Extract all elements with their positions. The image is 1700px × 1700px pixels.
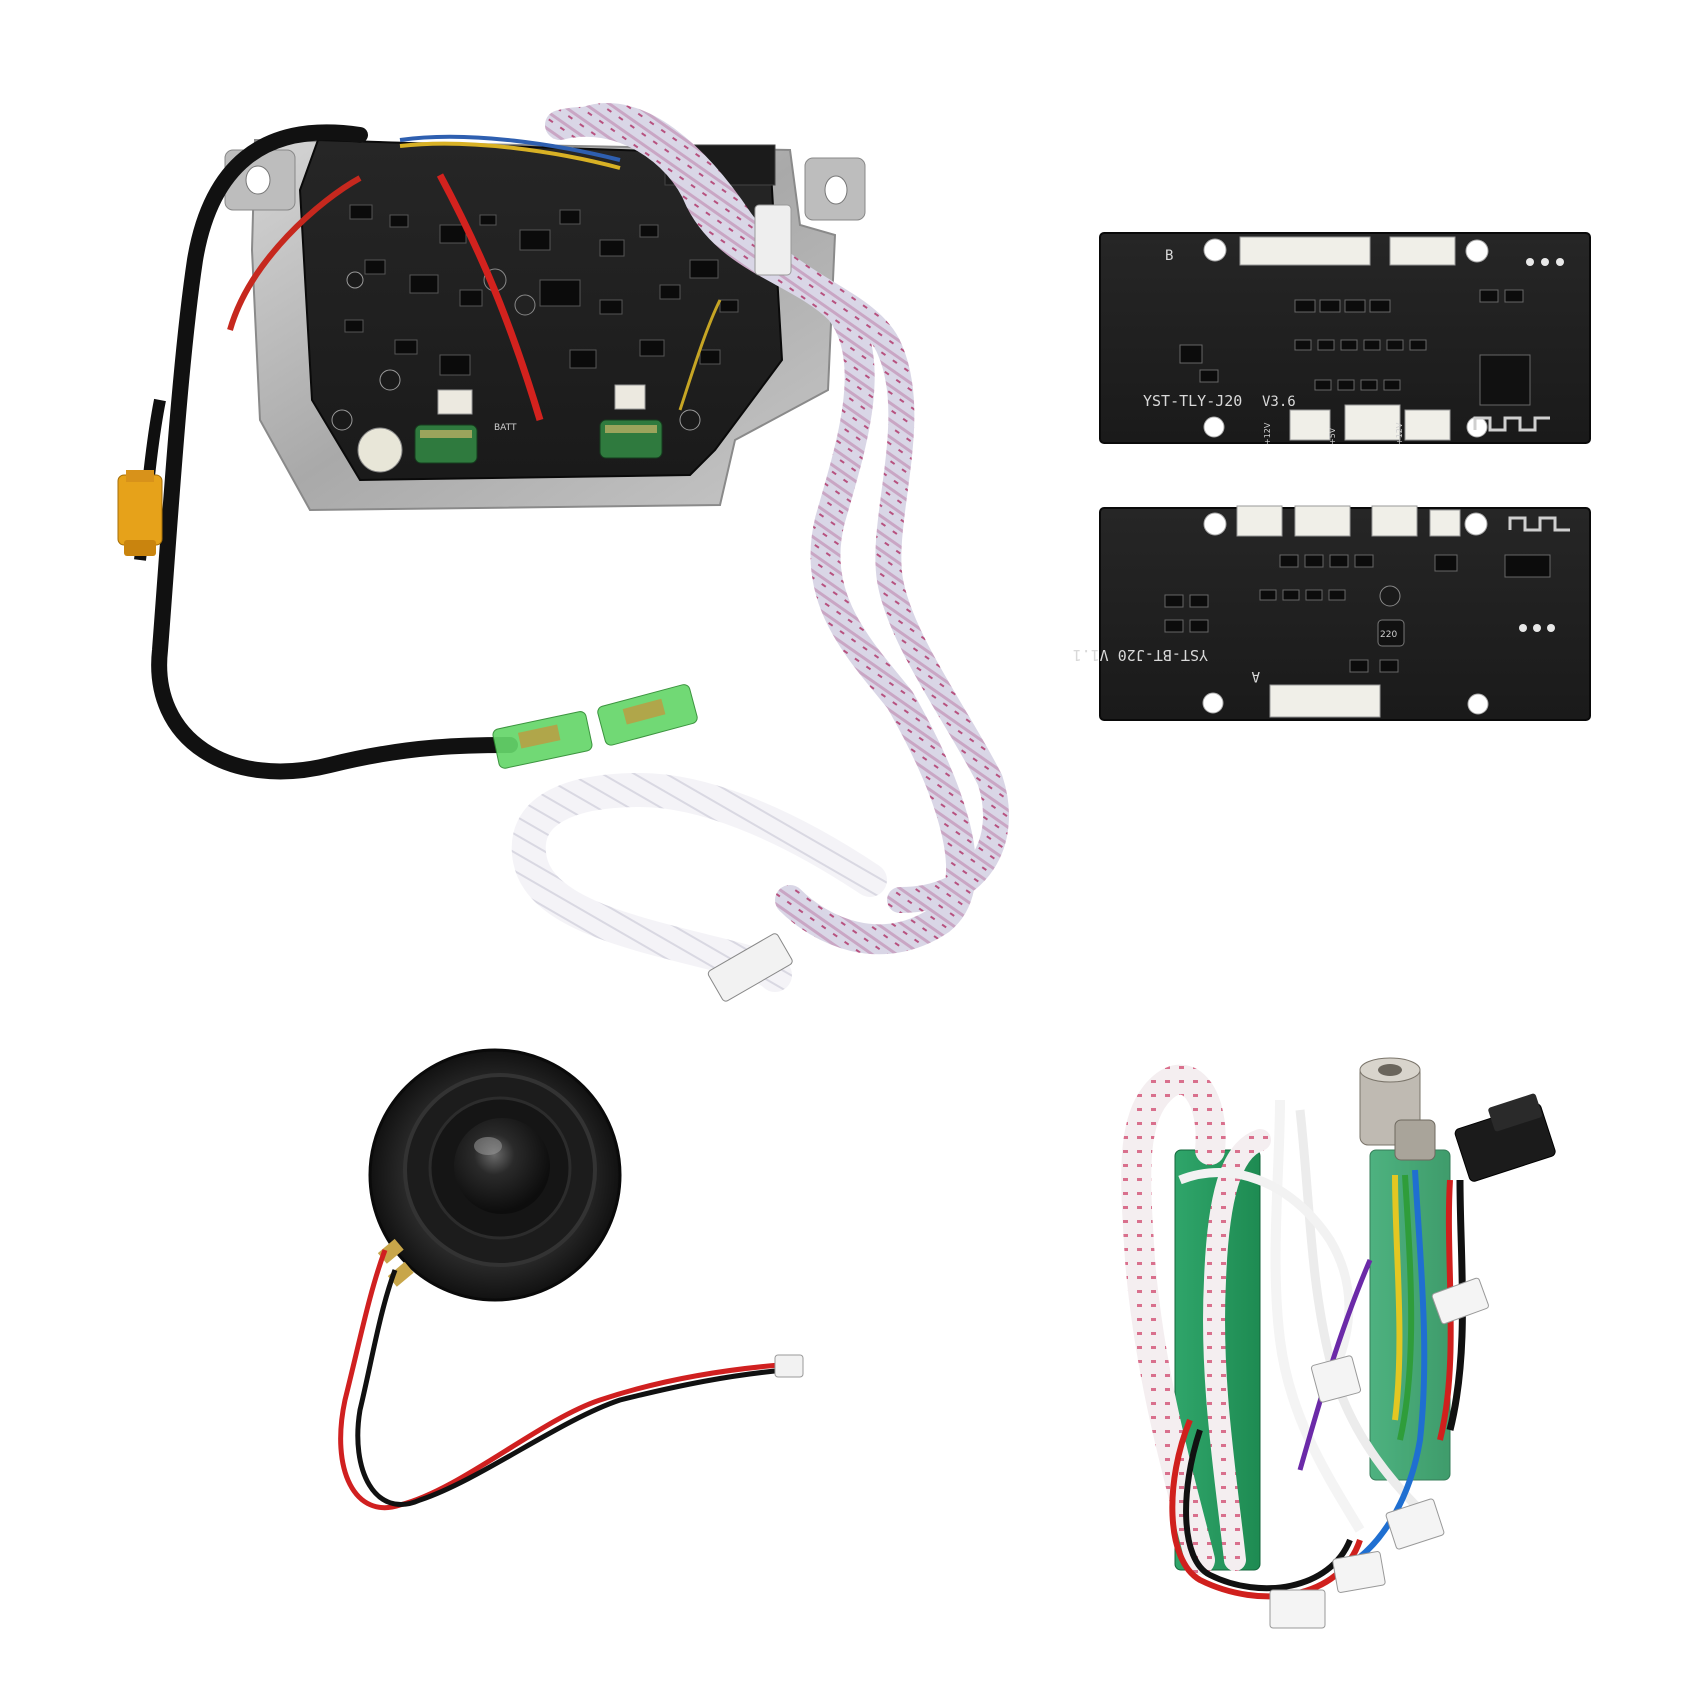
jst-connector [614,384,646,410]
solder-tab [387,1261,414,1287]
speaker-wires [338,1249,804,1511]
black-wire-loop [1183,1429,1353,1592]
board-a-top-connector-small [1429,509,1461,537]
test-pad [1526,258,1534,266]
test-pad [1556,258,1564,266]
test-pad [1541,258,1549,266]
pcb-antenna [1508,516,1570,532]
red-wire-loop [1169,1418,1363,1600]
board-a-top-connector [1294,505,1351,537]
black-power-cable [151,124,518,780]
pink-ribbon-loop [1121,1064,1226,1575]
board-b-smd [1179,289,1524,391]
board-a-label: YST-BT-J20 V1.1 [1073,646,1208,664]
pink-ribbon [1203,1129,1271,1571]
board-b-part-label: YST-TLY-J20 [1143,392,1242,410]
board-b-top-connector-small [1389,236,1456,266]
wiring-harness [1121,1057,1556,1629]
metal-dc-jack [1359,1057,1436,1161]
board-b-pin-label: +5V [1328,427,1337,445]
dome-highlight [474,1137,502,1155]
mounting-hole [1202,692,1224,714]
capacitor-silkscreen: BATT [494,423,517,433]
mounting-hole [1203,238,1227,262]
white-wire [1270,1099,1365,1533]
test-pad [1547,624,1555,632]
mounting-hole [1467,693,1489,715]
test-pad [1533,624,1541,632]
ribbon-cable-second [572,103,1009,913]
ribbon-end-connector [707,933,793,1002]
inductor [1377,619,1405,647]
red-wire-short [227,175,362,331]
board-a-top-connector [1371,505,1418,537]
ribbon-connector-board [754,204,792,276]
controller-board: BATT [224,138,866,512]
green-capacitor-right [599,419,663,459]
board-b-bottom-connector [1404,409,1451,441]
buzzer-sticker [357,427,403,473]
board-b-bottom-connector [1289,409,1331,441]
green-spade-connectors [492,684,698,769]
board-a-top-connector [1236,505,1283,537]
board-b-pcb [1099,232,1591,444]
green-capacitor-left [414,424,478,464]
board-b-pin-label: +12V [1395,422,1404,445]
controller-wiring [117,124,698,780]
white-wire [1178,1168,1354,1383]
board-a-smd [1164,554,1551,673]
pcb-antenna [1473,416,1550,432]
board-a-marker: A [1251,668,1260,684]
yellow-wire-top [399,141,621,170]
jst-connector [1269,1589,1326,1629]
board-b-bottom-connector [1344,404,1401,441]
speaker [368,1048,622,1302]
board-b-top-connector [1239,236,1371,266]
mounting-hole [1466,416,1488,438]
test-pad [1519,624,1527,632]
bluetooth-board-b: B YST-TLY-J20 V3.6 +12V +5V +12V [1099,232,1591,445]
bluetooth-board-a: 220 YST-BT-J20 V1.1 A [1073,505,1591,721]
ribbon-cable-long [545,106,976,955]
ribbon-cables [511,103,1009,1002]
jst-connector [1332,1551,1386,1593]
white-wire [1295,1109,1434,1524]
jst-connector [437,389,473,415]
bluetooth-chip [1479,354,1531,406]
jst-connector [1310,1355,1362,1403]
speaker-dome [454,1118,550,1214]
black-plug [1454,1093,1556,1182]
green-wire [1397,1174,1415,1441]
mounting-hole [824,175,848,205]
board-b-version-label: V3.6 [1262,394,1296,410]
inductor-code: 220 [1380,630,1397,640]
mounting-hole [1203,416,1225,438]
mounting-hole [1465,239,1489,263]
jst-connector [1385,1498,1445,1550]
ribbon-cable-white [511,772,887,992]
board-a-bottom-connector [1269,684,1381,718]
yellow-wire [1392,1174,1403,1421]
mounting-hole [1464,512,1488,536]
mounting-hole [1203,512,1227,536]
blue-wire [1338,1169,1428,1573]
blue-wire [399,134,621,162]
speaker-black-wire [355,1269,786,1507]
board-b-marker: B [1165,248,1173,264]
capacitor [1379,585,1401,607]
smd-components [344,204,739,376]
yellow-wire [678,299,722,411]
mounting-hole [245,165,271,195]
jst-connector [1431,1277,1489,1325]
board-b-pin-label: +12V [1263,422,1272,445]
speaker-connector [774,1354,804,1378]
red-wire [436,173,544,422]
xt60-connector [117,470,163,556]
